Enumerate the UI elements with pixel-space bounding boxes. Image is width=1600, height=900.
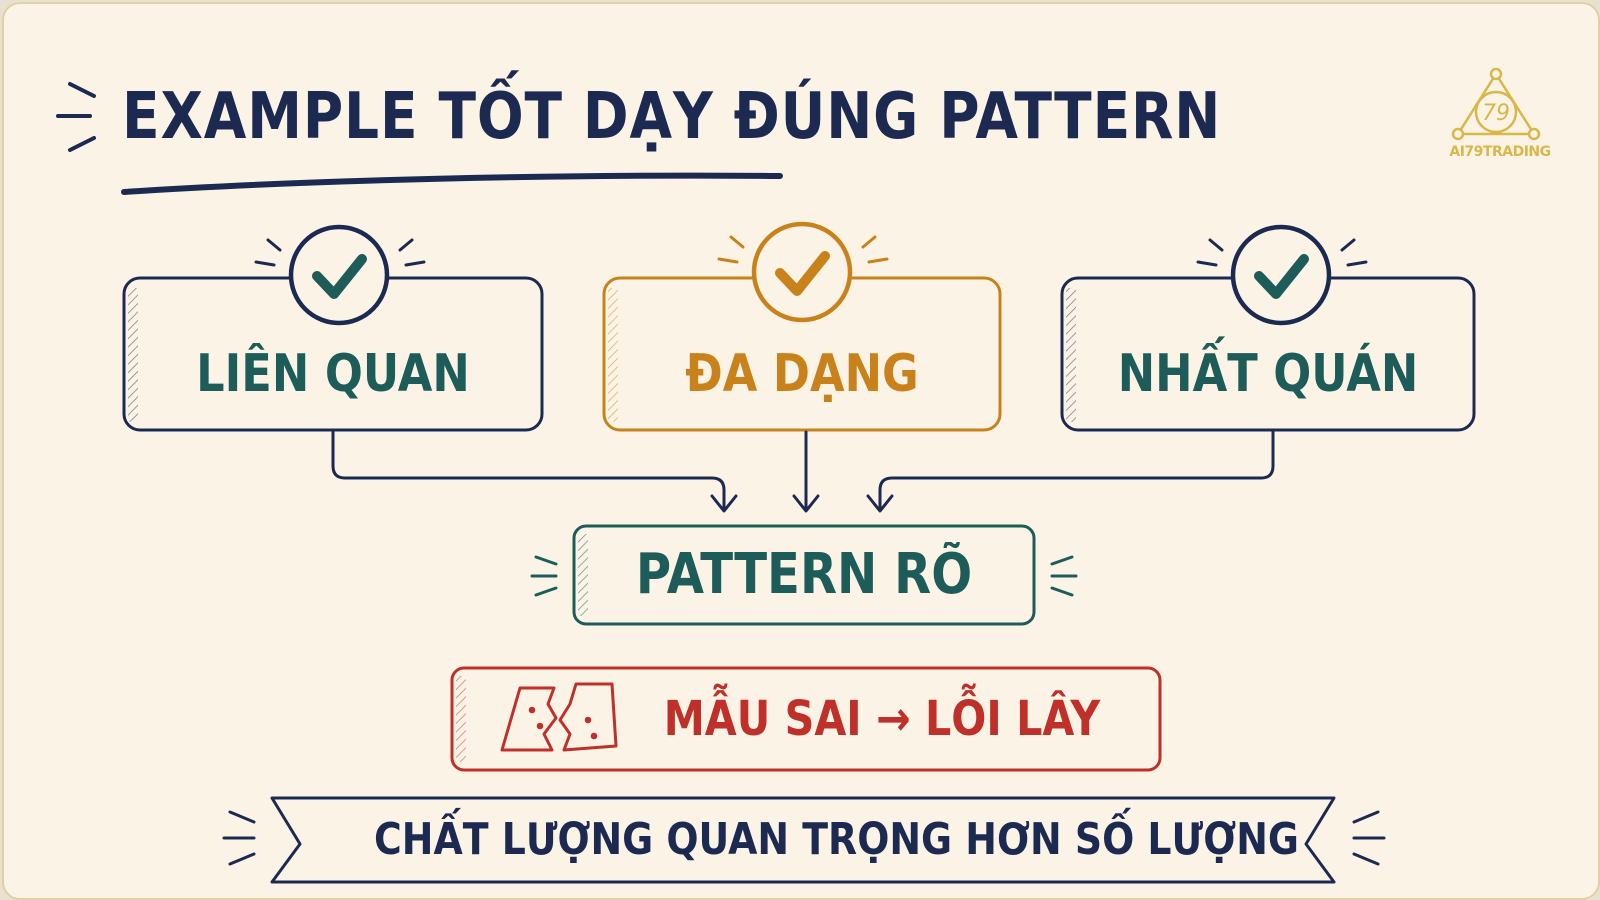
title-underline [121, 172, 783, 195]
banner-label: CHẤT LƯỢNG QUAN TRỌNG HƠN SỐ LƯỢNG [374, 814, 1299, 865]
result-label: PATTERN RÕ [635, 542, 973, 607]
criteria-label-2: ĐA DẠNG [685, 344, 919, 404]
result-box [572, 524, 1036, 626]
sparkle-icon [254, 238, 1368, 267]
warning-label: MẪU SAI → LỖI LÂY [663, 691, 1101, 747]
check-icon [751, 221, 853, 323]
logo-icon [1451, 67, 1541, 141]
logo-text: AI79TRADING [1449, 144, 1551, 160]
logo-mark: 79 [1482, 101, 1510, 126]
warning-box [450, 666, 1162, 772]
sparkle-icon [717, 235, 889, 264]
connector-arrows [331, 430, 1275, 513]
sparkle-icon [222, 810, 1386, 866]
banner-shape [270, 796, 1336, 884]
check-icon [288, 224, 390, 326]
criteria-label-3: NHẤT QUÁN [1117, 344, 1419, 404]
criteria-label-1: LIÊN QUAN [196, 344, 470, 404]
title-accent-icon [56, 82, 96, 152]
sparkle-icon [530, 555, 1078, 597]
broken-tablet-icon [500, 682, 618, 752]
page-title: EXAMPLE TỐT DẠY ĐÚNG PATTERN [122, 80, 1222, 154]
diagram-graphics: 79 [56, 67, 1541, 884]
check-icon [1230, 224, 1332, 326]
